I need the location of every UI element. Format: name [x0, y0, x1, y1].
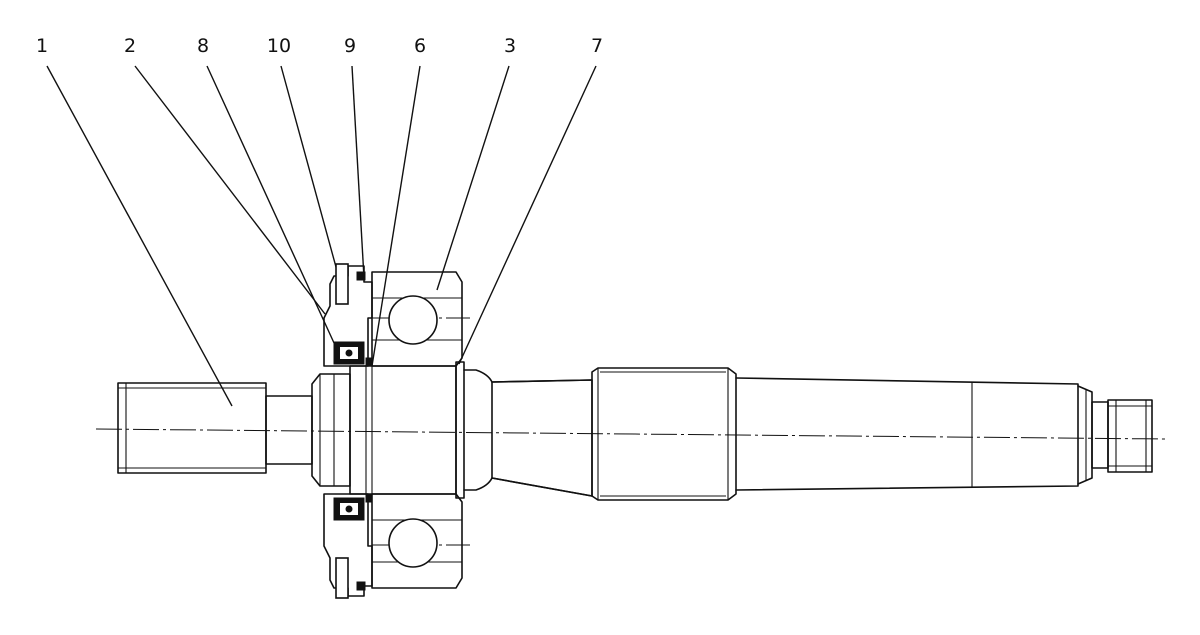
lower-seal-housing: [323, 493, 373, 597]
shaft-collar: [311, 373, 351, 487]
callout-label-2: 2: [124, 35, 136, 57]
callout-label-7: 7: [591, 35, 603, 57]
shaft-left-thread-end: [117, 382, 267, 474]
upper-flange-bolt: [335, 263, 349, 305]
callout-label-10: 10: [267, 35, 291, 57]
leader-line-2: [134, 65, 326, 315]
callout-labels: 1 2 8 10 9 6 3 7: [36, 35, 603, 57]
leader-line-9: [351, 65, 365, 279]
lower-bearing-ring: [371, 493, 463, 589]
leader-lines: [46, 65, 597, 407]
leader-line-7: [458, 65, 597, 365]
leader-line-3: [436, 65, 510, 291]
shaft-body-right: [735, 377, 1079, 491]
leader-line-8: [206, 65, 341, 357]
shaft-neck: [265, 395, 313, 465]
shoulder-ring: [455, 361, 465, 499]
shaft-step: [1077, 385, 1093, 485]
shaft-right-neck: [1091, 401, 1109, 469]
leader-line-1: [46, 65, 233, 407]
seal-housing: [323, 263, 373, 599]
shaft-body-left: [491, 379, 593, 497]
retaining-rings: [365, 357, 373, 503]
upper-ring-9: [356, 271, 366, 281]
leader-line-6: [371, 65, 421, 367]
shaft: [117, 361, 1153, 501]
callout-label-8: 8: [197, 35, 209, 57]
lower-ring-9: [356, 581, 366, 591]
callout-label-6: 6: [414, 35, 426, 57]
lower-retaining-ring: [365, 493, 373, 503]
center-lines: [95, 317, 1166, 546]
shaft-center-section: [591, 367, 737, 501]
callout-label-9: 9: [344, 35, 356, 57]
upper-retaining-ring: [365, 357, 373, 367]
callout-label-1: 1: [36, 35, 48, 57]
callout-label-3: 3: [504, 35, 516, 57]
shaft-right-thread-end: [1107, 399, 1153, 473]
lower-flange-bolt: [335, 557, 349, 599]
upper-bearing-ball: [388, 295, 438, 345]
shaft-axis-centerline: [95, 428, 1166, 440]
lower-bearing-ball: [388, 518, 438, 568]
lip-seals: [333, 341, 365, 521]
shaft-fillet: [463, 369, 493, 491]
leader-line-10: [280, 65, 340, 279]
ball-bearing: [371, 271, 463, 589]
